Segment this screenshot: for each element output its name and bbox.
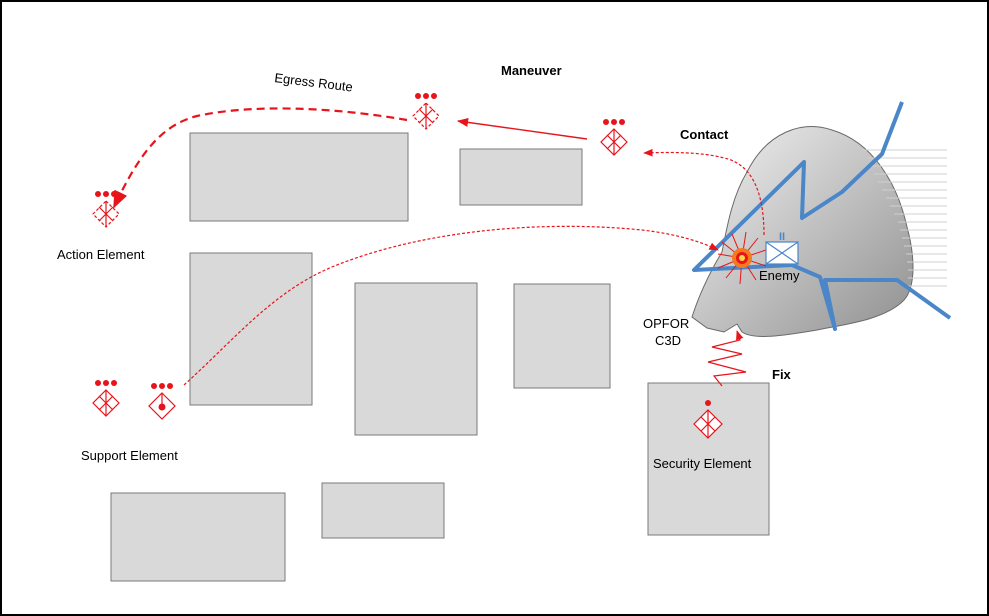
building-3 — [189, 252, 313, 406]
support-fire-arrow — [183, 225, 719, 386]
fix-arrow — [707, 330, 747, 387]
contact-label: Contact — [680, 127, 729, 142]
security-element-diamond-unit-icon — [693, 400, 723, 439]
enemy-echelon-label: II — [779, 231, 785, 243]
contact-diamond-unit-icon — [600, 118, 628, 156]
support-element-diamond-unit-icon — [92, 379, 120, 417]
maneuver-label: Maneuver — [501, 63, 562, 78]
support-element-firing-diamond-unit-icon — [148, 383, 176, 420]
building-2 — [459, 148, 583, 206]
building-1 — [189, 132, 409, 222]
explosion-icon — [717, 231, 767, 285]
opfor-label-line1: OPFOR — [643, 316, 689, 331]
fix-label: Fix — [772, 367, 792, 382]
enemy-unit-icon: II — [765, 231, 799, 265]
contact-arrow — [643, 148, 765, 236]
building-5 — [513, 283, 611, 389]
action-element-dashed-diamond-unit-icon — [92, 190, 120, 228]
action-element-label: Action Element — [57, 247, 145, 262]
building-7 — [110, 492, 286, 582]
building-4 — [354, 282, 478, 436]
support-element-label: Support Element — [81, 448, 178, 463]
security-element-label: Security Element — [653, 456, 752, 471]
terrain-hatch — [862, 149, 947, 287]
enemy-label: Enemy — [759, 268, 800, 283]
building-8 — [321, 482, 445, 539]
maneuver-arrow — [456, 117, 588, 140]
egress-point-dashed-diamond-unit-icon — [412, 92, 440, 130]
egress-route-label: Egress Route — [274, 70, 354, 94]
building-6 — [647, 382, 770, 536]
opfor-label-line2: C3D — [655, 333, 681, 348]
